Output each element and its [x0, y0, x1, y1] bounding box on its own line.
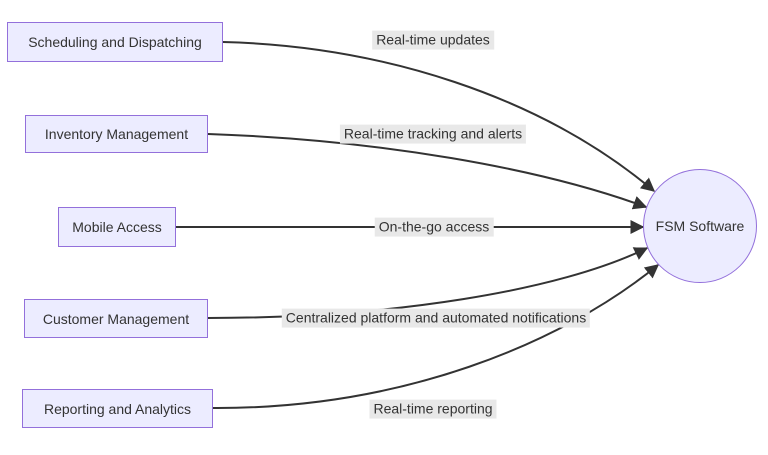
edge-label-real-time-reporting: Real-time reporting	[369, 399, 497, 419]
node-reporting-and-analytics: Reporting and Analytics	[22, 389, 213, 428]
edge-label-on-the-go-access: On-the-go access	[374, 217, 494, 237]
edge-customer-to-fsm	[207, 247, 649, 319]
edge-label-real-time-updates: Real-time updates	[372, 30, 494, 50]
edge-reporting-to-fsm	[212, 264, 660, 410]
node-mobile-access: Mobile Access	[58, 207, 176, 247]
edge-label-centralized-platform: Centralized platform and automated notif…	[281, 308, 591, 328]
edge-inventory-to-fsm	[207, 133, 648, 210]
node-customer-management: Customer Management	[24, 299, 208, 338]
node-inventory-management: Inventory Management	[25, 115, 208, 153]
edge-label-real-time-tracking-and-alerts: Real-time tracking and alerts	[339, 124, 527, 144]
node-fsm-software: FSM Software	[643, 169, 757, 283]
edge-scheduling-to-fsm	[222, 41, 656, 192]
node-scheduling-and-dispatching: Scheduling and Dispatching	[7, 22, 223, 62]
